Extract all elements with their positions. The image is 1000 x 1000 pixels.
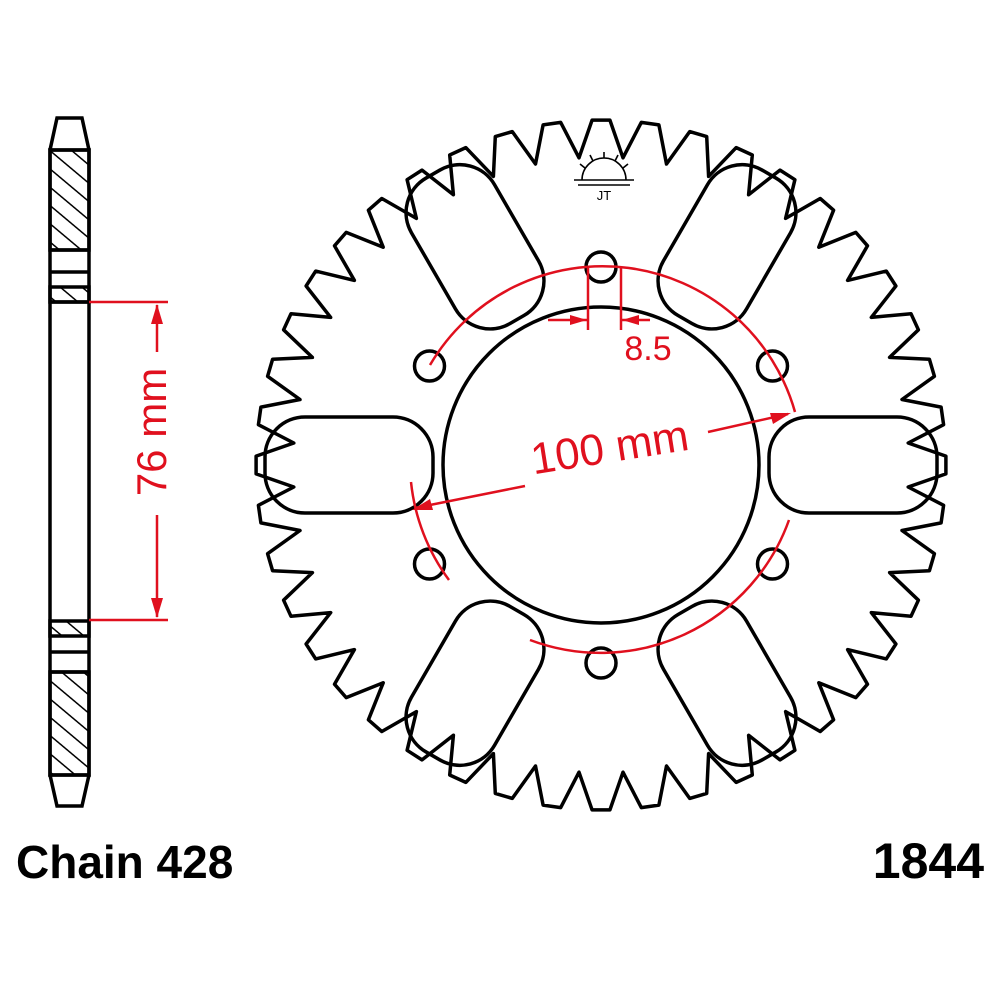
lightening-slot (767, 415, 939, 515)
side-profile-view (48, 116, 91, 808)
bolt-holes (412, 250, 790, 680)
pitch-circle-arc-top (428, 264, 797, 413)
pcd-line-left (414, 484, 526, 510)
lightening-slot (656, 162, 798, 331)
hub-height-dimension: 76 mm (89, 300, 175, 622)
sprocket-tooth-outline (254, 118, 948, 812)
arrow-left-icon (412, 499, 433, 510)
bolt-hole (412, 547, 447, 581)
arrow-right-icon (770, 413, 791, 424)
profile-hatch-lower-band (48, 619, 91, 638)
lightening-slot (263, 415, 435, 515)
chain-label: Chain 428 (16, 836, 233, 888)
part-number: 1844 (873, 833, 984, 889)
bolt-hole (755, 547, 790, 581)
profile-hatch-upper-band (48, 285, 91, 304)
lightening-slot (404, 162, 546, 331)
arrow-right-small-icon (570, 315, 587, 325)
sprocket-center-bore (441, 305, 761, 625)
lightening-slot (656, 599, 798, 768)
svg-text:JT: JT (597, 188, 612, 203)
bolt-hole (584, 646, 618, 680)
arrow-left-small-icon (622, 315, 639, 325)
lightening-slots (263, 162, 939, 768)
profile-hatch-top (48, 148, 91, 252)
arrow-up-icon (151, 304, 163, 324)
sprocket-front-view: JT 100 mm 8.5 (254, 118, 948, 812)
lightening-slot (404, 599, 546, 768)
arrow-down-icon (151, 598, 163, 618)
pitch-circle-arc-left (409, 481, 451, 581)
hub-height-label: 76 mm (128, 368, 175, 496)
bolt-hole (755, 349, 790, 383)
rising-sun-logo-icon: JT (574, 152, 634, 203)
profile-top-tip (48, 116, 91, 151)
pcd-label: 100 mm (527, 411, 692, 484)
profile-bottom-tip (48, 774, 91, 808)
pitch-circle-arc-bottom (529, 519, 791, 655)
profile-hatch-bottom (48, 670, 91, 777)
bolt-hole-label: 8.5 (624, 330, 671, 368)
bolt-hole (412, 349, 447, 383)
